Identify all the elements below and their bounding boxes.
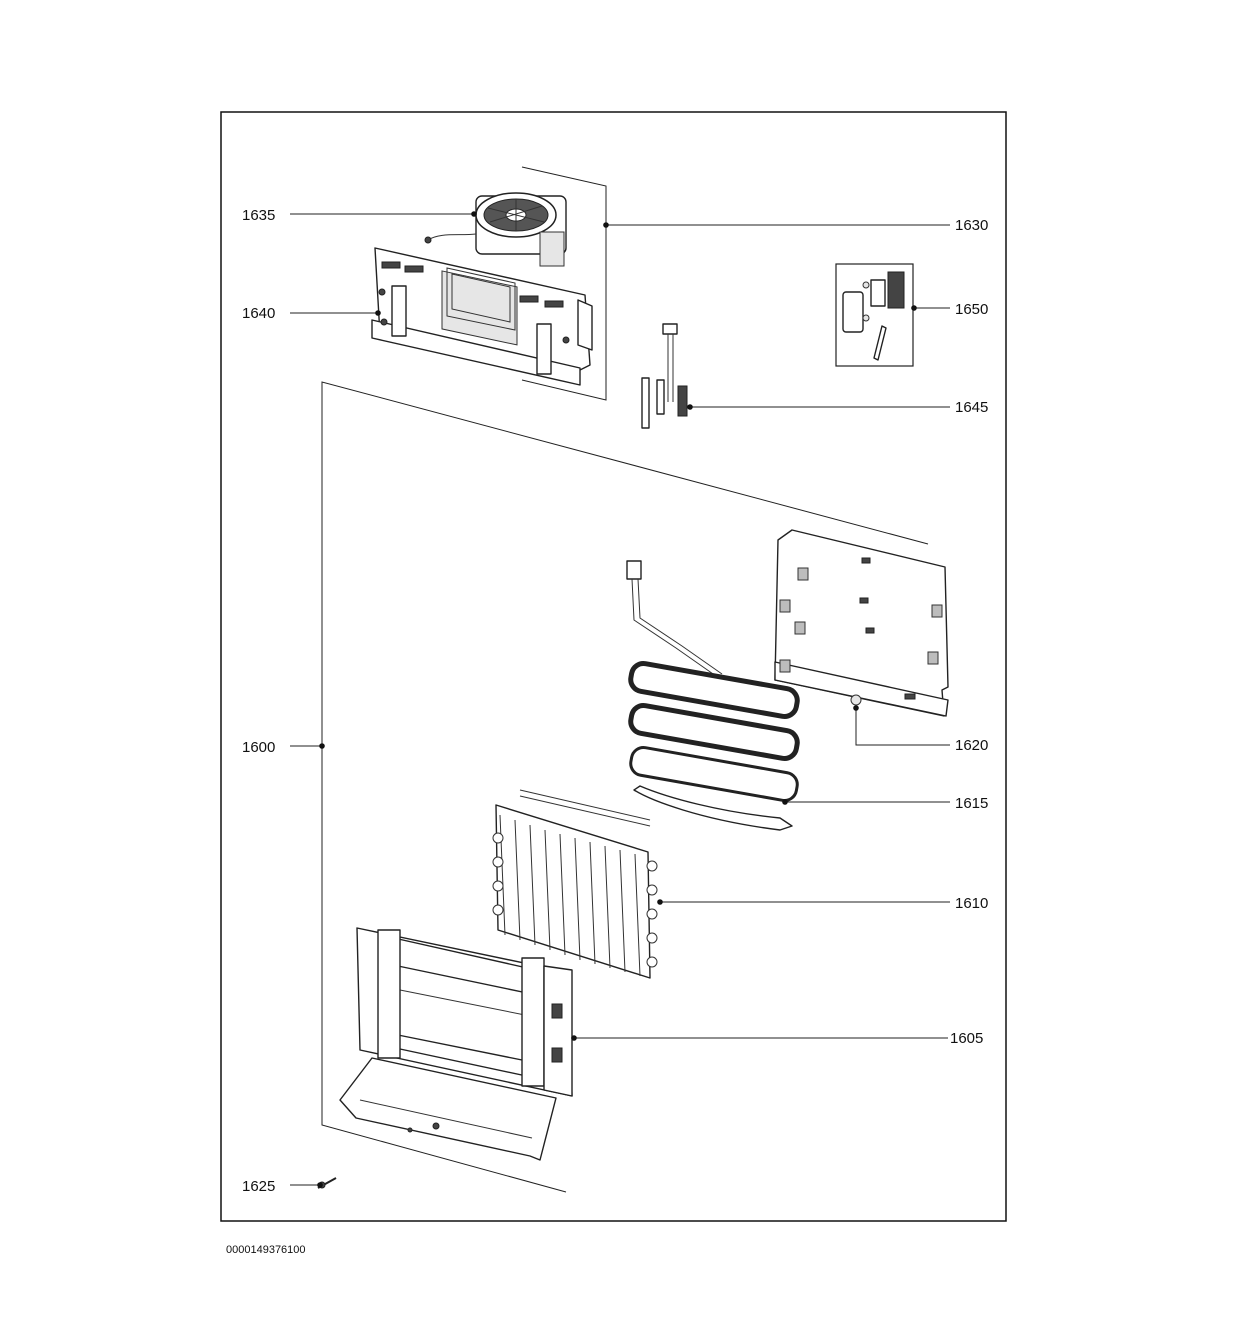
sensor-probe-part[interactable] <box>641 323 688 429</box>
label-1605[interactable]: 1605 <box>950 1030 983 1047</box>
label-1620[interactable]: 1620 <box>955 737 988 754</box>
label-1635[interactable]: 1635 <box>242 207 275 224</box>
back-plate-part[interactable] <box>774 529 949 717</box>
fan-bracket-part[interactable] <box>371 247 593 386</box>
fan-assembly-group <box>371 166 607 401</box>
diagram-frame <box>220 111 1007 1222</box>
label-1625[interactable]: 1625 <box>242 1178 275 1195</box>
defrost-heater-part[interactable] <box>626 560 800 831</box>
leader-lines <box>290 211 950 1188</box>
accessory-kit-part[interactable] <box>835 263 914 367</box>
label-1630[interactable]: 1630 <box>955 217 988 234</box>
label-1610[interactable]: 1610 <box>955 895 988 912</box>
label-1650[interactable]: 1650 <box>955 301 988 318</box>
label-1600[interactable]: 1600 <box>242 739 275 756</box>
evaporator-coil-part[interactable] <box>492 789 658 979</box>
label-1615[interactable]: 1615 <box>955 795 988 812</box>
part-number-labels: 1635 1630 1640 1650 1645 1600 1620 1615 … <box>242 207 988 1195</box>
fan-motor-part[interactable] <box>424 192 567 267</box>
evaporator-assembly-group <box>321 381 949 1193</box>
drawing-code: 0000149376100 <box>226 1244 306 1256</box>
label-1645[interactable]: 1645 <box>955 399 988 416</box>
evaporator-frame-part[interactable] <box>339 927 573 1161</box>
label-1640[interactable]: 1640 <box>242 305 275 322</box>
